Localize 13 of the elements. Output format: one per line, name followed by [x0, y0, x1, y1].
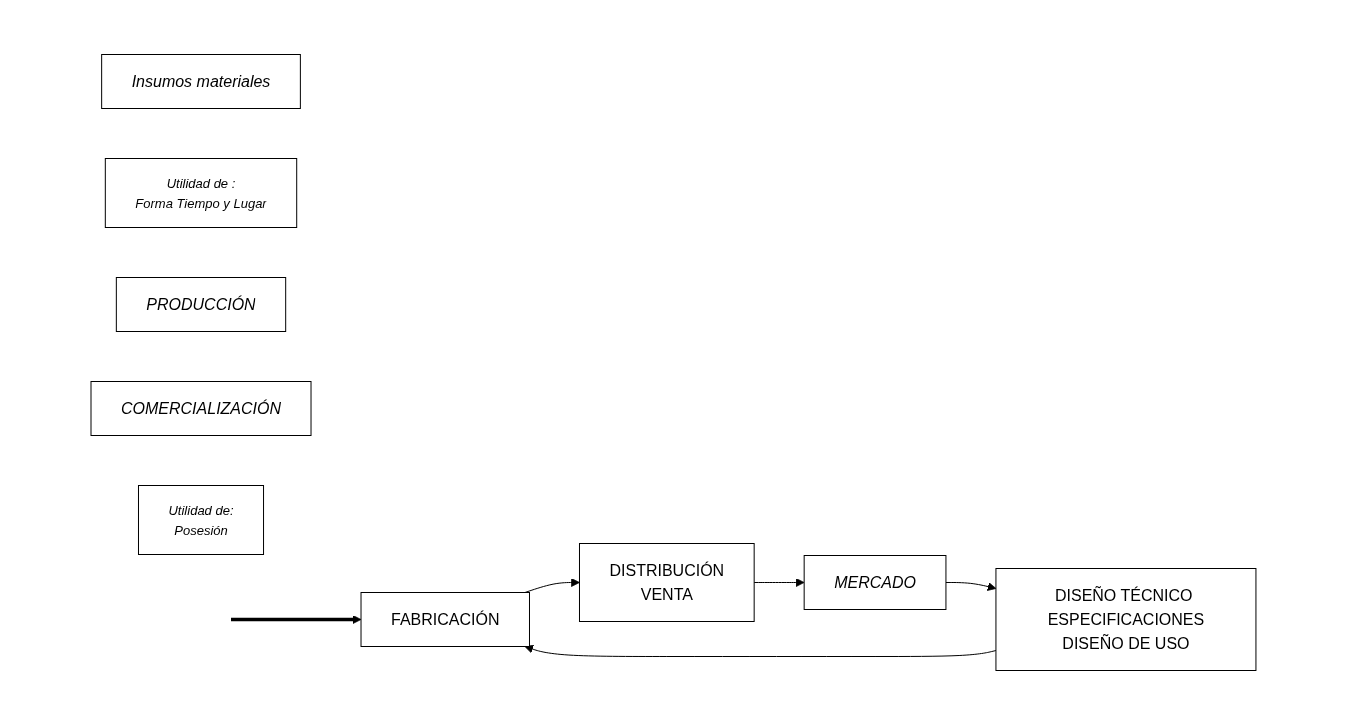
- arrow: [945, 582, 997, 591]
- node-box: DISEÑO TÉCNICO ESPECIFICACIONES DISEÑO DE USO: [995, 568, 1257, 671]
- node-box: DISTRIBUCIÓN VENTA: [579, 543, 755, 622]
- node-box: Utilidad de : Forma Tiempo y Lugar: [104, 158, 298, 228]
- node-box: COMERCIALIZACIÓN: [90, 381, 312, 436]
- node-box: Utilidad de: Posesión: [138, 485, 265, 555]
- arrow: [753, 578, 805, 587]
- node-box: FABRICACIÓN: [360, 592, 530, 647]
- node-box: Insumos materiales: [101, 54, 301, 109]
- node-box: PRODUCCIÓN: [115, 277, 287, 332]
- arrow: [231, 615, 362, 624]
- arrow: [524, 644, 997, 657]
- node-box: MERCADO: [803, 555, 947, 610]
